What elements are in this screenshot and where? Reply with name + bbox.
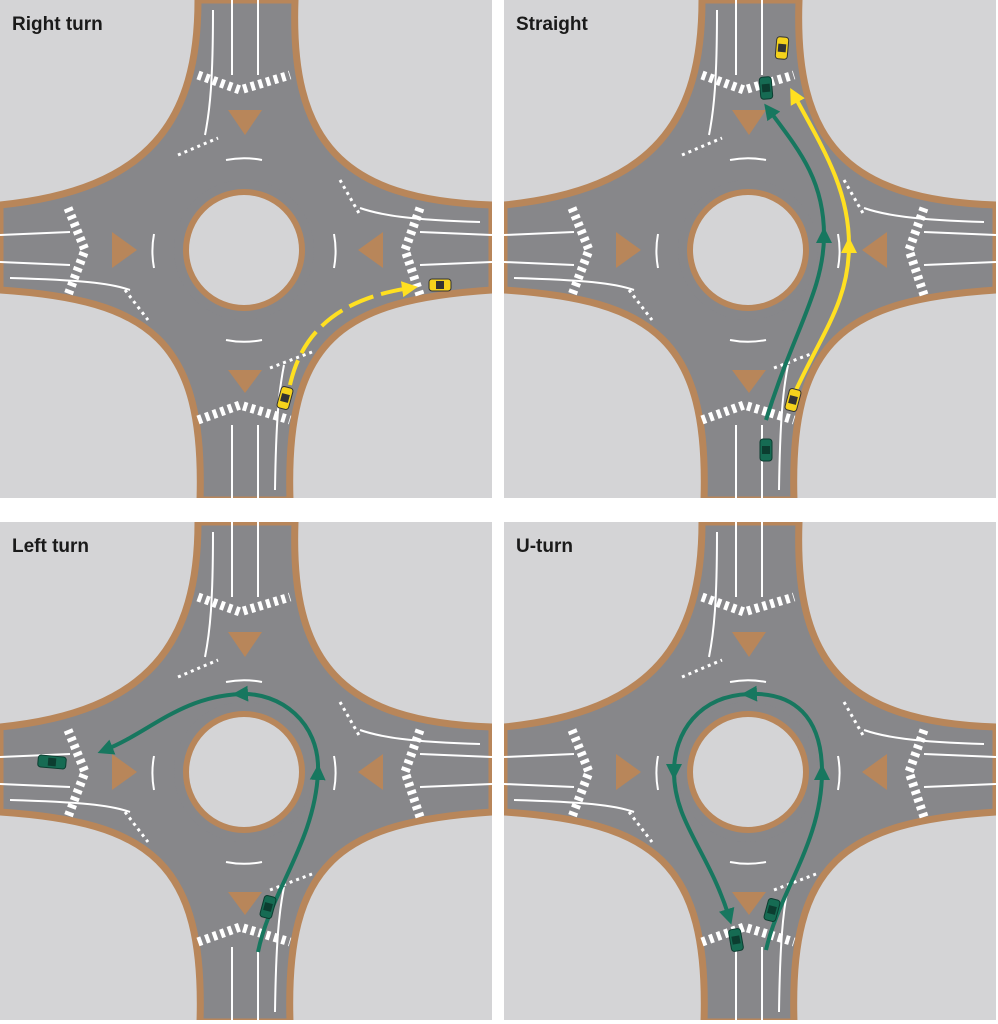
- green-car-icon: [37, 754, 67, 770]
- straight-path-green: [764, 103, 832, 421]
- straight-diagram: [504, 0, 996, 498]
- u-turn-path: [665, 685, 830, 951]
- green-car-icon: [763, 897, 781, 923]
- panel-straight: Straight: [504, 0, 996, 498]
- yellow-car-icon: [428, 278, 452, 292]
- left-turn-diagram: [0, 522, 492, 1020]
- right-turn-path: [288, 281, 418, 386]
- green-car-icon: [259, 894, 277, 920]
- right-turn-diagram: [0, 0, 492, 498]
- panel-title: Right turn: [12, 14, 103, 35]
- u-turn-diagram: [504, 522, 996, 1020]
- panel-title: Left turn: [12, 536, 90, 557]
- yellow-car-icon: [784, 387, 802, 413]
- panel-u-turn: U-turn: [504, 522, 996, 1020]
- left-turn-path: [97, 685, 326, 953]
- panel-right-turn: Right turn: [0, 0, 492, 498]
- panel-title: U-turn: [516, 536, 573, 557]
- green-car-icon: [728, 928, 744, 952]
- yellow-car-icon: [276, 385, 294, 411]
- green-car-icon: [758, 76, 774, 100]
- yellow-car-icon: [774, 36, 790, 60]
- panel-left-turn: Left turn: [0, 522, 492, 1020]
- panel-title: Straight: [516, 14, 588, 35]
- green-car-icon: [759, 438, 773, 462]
